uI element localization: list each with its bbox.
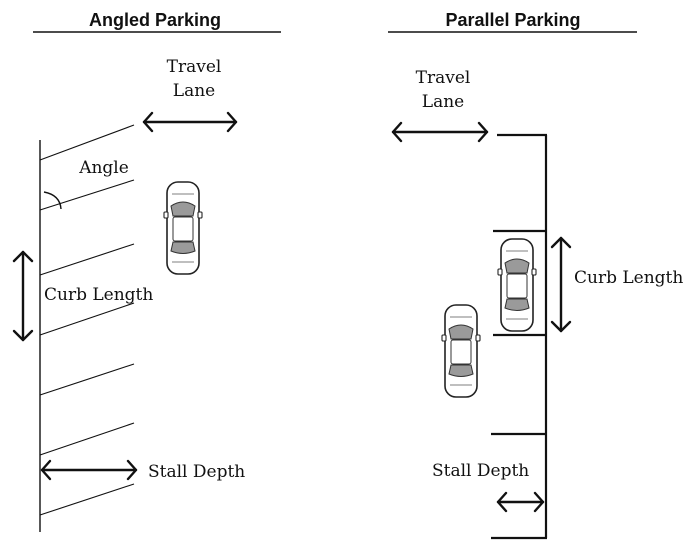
- stall-lines: [491, 229, 547, 540]
- car-icon: [163, 181, 203, 275]
- car-icon: [441, 304, 481, 398]
- stall-lines: [39, 124, 135, 516]
- curb-length-double-arrow-icon: [12, 250, 34, 342]
- travel-lane-label-line2: Lane: [422, 92, 464, 112]
- angled-parking-panel: Angled Parking Travel Lane Angle Curb Le…: [12, 10, 281, 532]
- travel-lane-double-arrow-icon: [142, 111, 238, 133]
- angled-parking-title: Angled Parking: [89, 10, 221, 30]
- stall-depth-label: Stall Depth: [148, 462, 245, 482]
- car-icon: [497, 238, 537, 332]
- stall-depth-double-arrow-icon: [40, 459, 138, 481]
- stall-depth-label: Stall Depth: [432, 461, 529, 481]
- angle-label: Angle: [78, 158, 129, 178]
- curb-length-label: Curb Length: [44, 285, 153, 305]
- angle-arc-icon: [43, 191, 62, 210]
- travel-lane-label-line2: Lane: [173, 81, 215, 101]
- parallel-parking-panel: Parallel Parking Travel Lane Curb Length…: [388, 10, 683, 540]
- travel-lane-label-line1: Travel: [416, 68, 471, 88]
- travel-lane-double-arrow-icon: [391, 121, 489, 143]
- curb-length-double-arrow-icon: [550, 236, 572, 333]
- parallel-parking-title: Parallel Parking: [445, 10, 580, 30]
- curb-length-label: Curb Length: [574, 268, 683, 288]
- travel-lane-label-line1: Travel: [167, 57, 222, 77]
- stall-depth-double-arrow-icon: [496, 491, 545, 513]
